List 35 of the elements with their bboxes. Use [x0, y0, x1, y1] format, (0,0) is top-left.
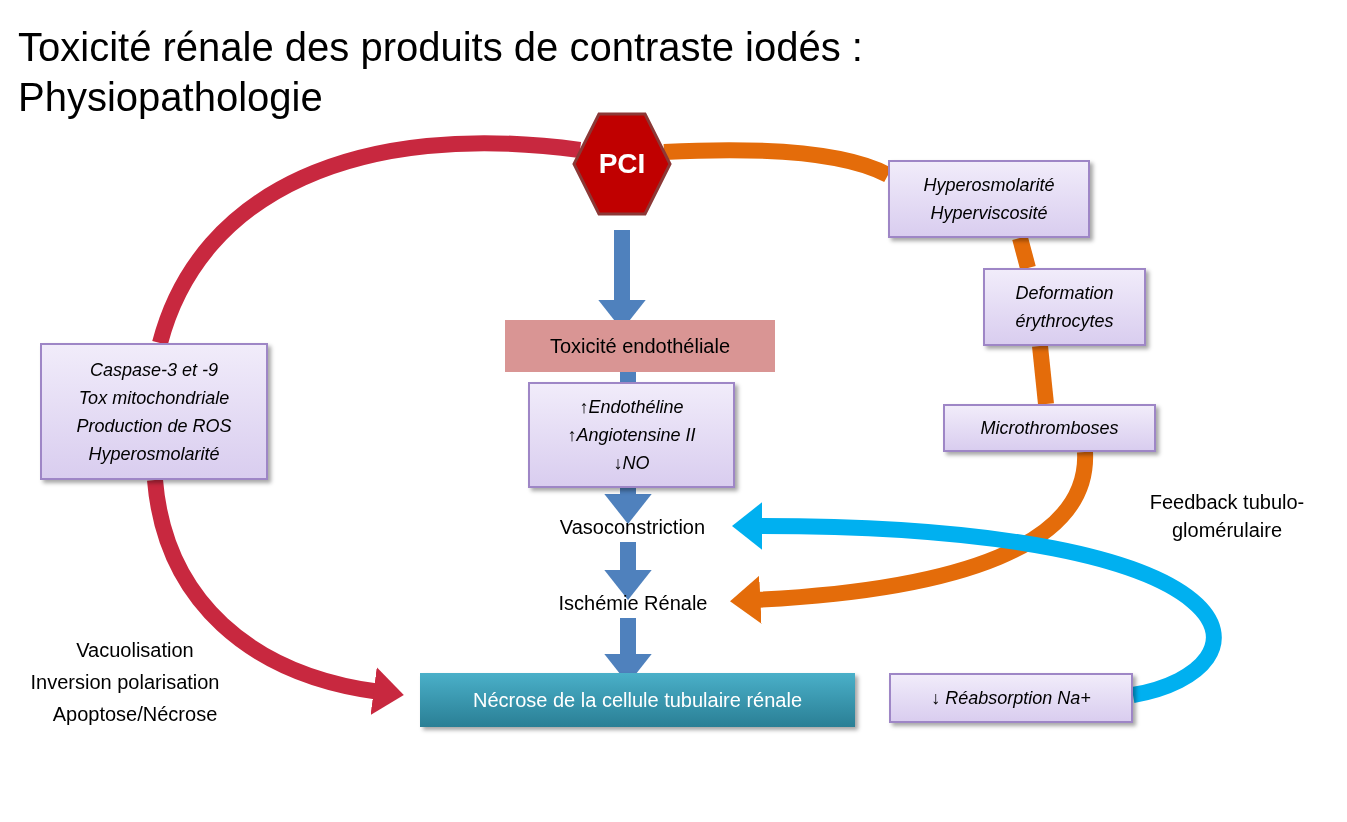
node-text: ↑Angiotensine II [567, 424, 696, 447]
arrow [147, 478, 404, 715]
arrow [604, 542, 652, 600]
node-text: ↓ Réabsorption Na+ [931, 687, 1091, 710]
node-text: Vasoconstriction [559, 515, 706, 540]
node-text: Toxicité endothéliale [549, 334, 731, 359]
node-text: Tox mitochondriale [78, 386, 230, 410]
node-text: Microthromboses [980, 417, 1119, 440]
node-text: ↓NO [613, 452, 650, 475]
node-text: PCI [598, 150, 646, 178]
arrow [604, 488, 652, 524]
annotation-text: Inversion polarisation [29, 670, 221, 695]
process-box [420, 673, 855, 727]
process-box [943, 404, 1156, 452]
node-text: Hyperviscosité [930, 202, 1048, 225]
node-text: Caspase-3 et -9 [89, 358, 219, 382]
process-box [40, 343, 268, 480]
annotation-text: Apoptose/Nécrose [51, 702, 219, 727]
process-box [889, 673, 1133, 723]
node-text: ↑Endothéline [579, 396, 684, 419]
annotation-text: Vacuolisation [75, 638, 195, 663]
process-box [888, 160, 1090, 238]
process-box [983, 268, 1146, 346]
title: Toxicité rénale des produits de contraste iodés : Physiopathologie [18, 24, 864, 121]
arrow [732, 502, 1221, 703]
node-text: Deformation érythrocytes [1014, 282, 1115, 333]
node-text: Hyperosmolarité [88, 442, 220, 466]
node-text: Ischémie Rénale [558, 591, 708, 616]
node-text: Hyperosmolarité [923, 174, 1055, 197]
node-text: Production de ROS [76, 414, 232, 438]
node-text: Nécrose de la cellule tubulaire rénale [472, 688, 803, 713]
hexagon-node [572, 112, 672, 216]
process-box [505, 320, 775, 372]
process-box [528, 382, 735, 488]
arrow [730, 451, 1093, 624]
